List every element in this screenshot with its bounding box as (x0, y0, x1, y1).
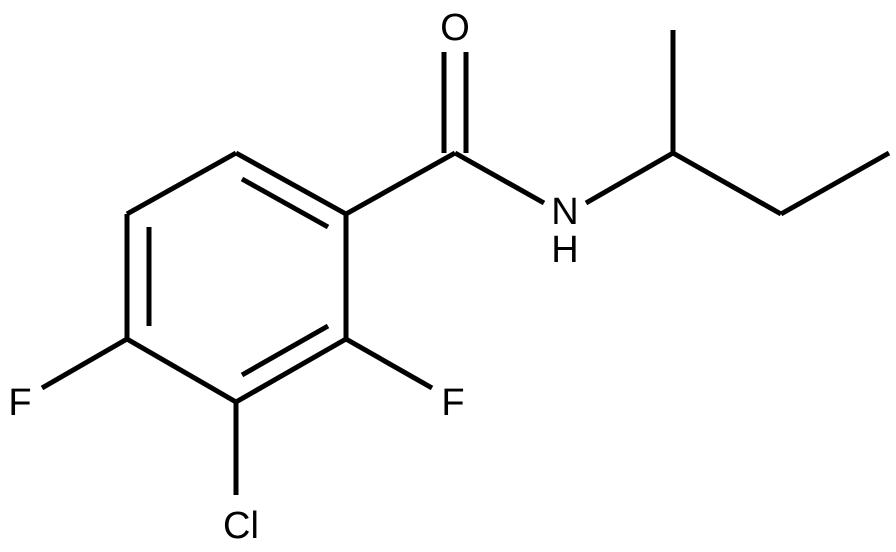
ring-bond-top-inner (240, 176, 330, 230)
ring-bond-bottom-left (125, 336, 238, 405)
sec-butyl-chain (584, 30, 891, 217)
atom-label-amide-hydrogen: H (551, 229, 578, 271)
ring-bond-bottom-right (234, 336, 348, 405)
atom-label-fluorine-right: F (441, 382, 464, 424)
bond-ch2-ch3 (779, 150, 891, 217)
bond-ch-ch2 (671, 150, 783, 217)
bond-ring-fluorine-right (344, 336, 434, 391)
bond-ring-carbonyl (344, 150, 457, 217)
atom-label-fluorine-left: F (8, 382, 31, 424)
ring-bond-top-left (125, 150, 238, 217)
amide-group (344, 52, 546, 217)
atom-label-oxygen: O (440, 7, 470, 49)
ring-bond-bottom-right-inner (240, 323, 330, 378)
atom-label-nitrogen: N (551, 191, 578, 233)
substituent-bonds (40, 336, 434, 495)
bond-ring-fluorine-left (40, 336, 129, 391)
atom-label-chlorine: Cl (223, 505, 259, 547)
bond-carbonyl-nitrogen (453, 150, 546, 206)
benzene-ring (124, 150, 349, 405)
atom-labels: O N H F F Cl (8, 7, 578, 547)
bond-nitrogen-ch (584, 150, 675, 206)
ring-bond-top (234, 150, 348, 217)
